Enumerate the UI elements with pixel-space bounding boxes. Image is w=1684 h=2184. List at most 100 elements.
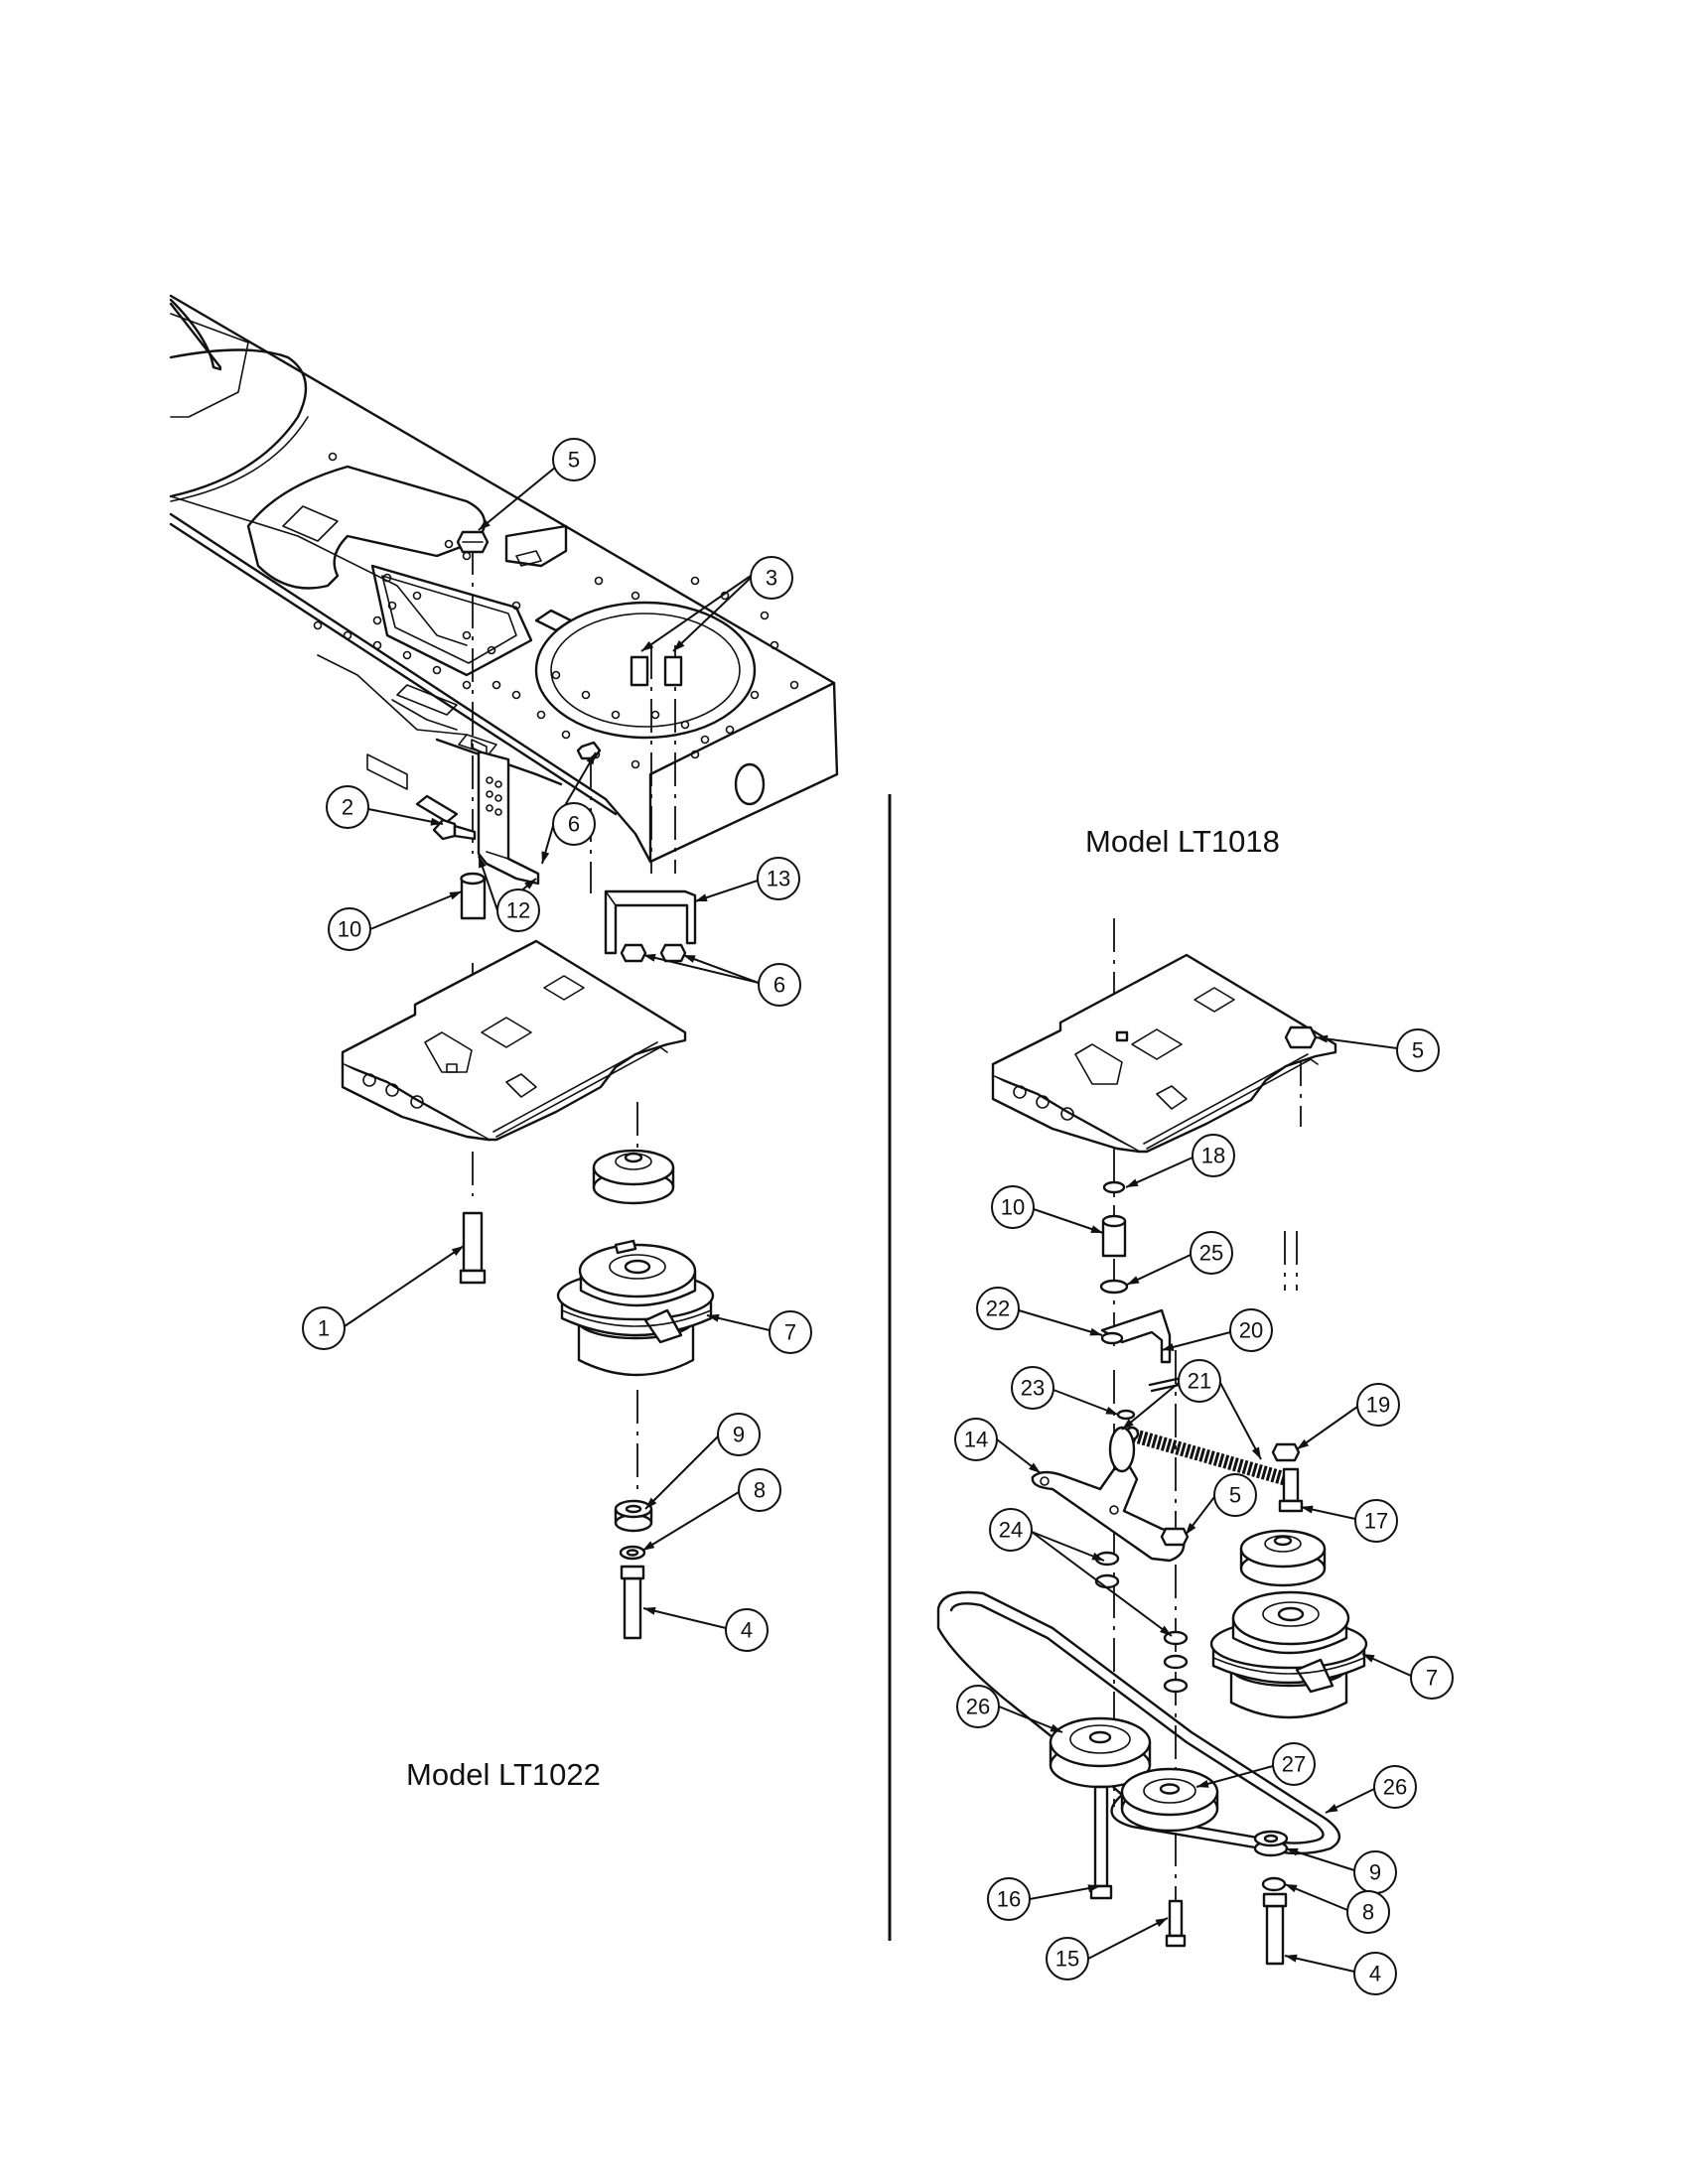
- arrowhead: [643, 953, 656, 962]
- arrowhead: [1089, 1327, 1102, 1336]
- callout-lt1018-17: 17: [1354, 1499, 1398, 1543]
- frame-hole: [382, 573, 392, 583]
- leader-line: [1018, 1309, 1103, 1336]
- arrowhead: [1316, 1034, 1329, 1043]
- frame-hole: [536, 710, 546, 720]
- callout-number: 13: [767, 867, 790, 891]
- callout-lt1018-14: 14: [954, 1418, 998, 1461]
- arrowhead: [1297, 1438, 1310, 1449]
- frame-hole: [690, 750, 700, 759]
- leader-line: [369, 890, 463, 930]
- callout-number: 7: [1426, 1666, 1438, 1691]
- callout-circle: [769, 1310, 812, 1354]
- frame-hole: [750, 690, 760, 700]
- arrowhead: [430, 817, 443, 826]
- frame-hole: [462, 551, 472, 561]
- arrowhead: [1362, 1654, 1375, 1663]
- callout-circle: [1353, 1952, 1397, 1995]
- callout-circle: [1346, 1890, 1390, 1934]
- model-label-lt1022: Model LT1022: [406, 1757, 601, 1792]
- callout-number: 6: [773, 973, 785, 998]
- callout-lt1022-3: 3: [750, 556, 793, 600]
- callout-lt1022-7: 7: [769, 1310, 812, 1354]
- arrowhead: [673, 639, 685, 651]
- callout-lt1018-27: 27: [1272, 1742, 1316, 1786]
- callout-circle: [725, 1608, 769, 1652]
- arrowhead: [586, 752, 596, 765]
- frame-hole: [432, 665, 442, 675]
- leader-line: [367, 808, 444, 825]
- callout-circle: [989, 1508, 1033, 1552]
- callout-lt1018-26: 26: [956, 1685, 1000, 1728]
- leader-line: [1195, 1765, 1274, 1788]
- callout-lt1022-9: 9: [717, 1413, 761, 1456]
- frame-hole: [491, 680, 501, 690]
- callout-number: 18: [1201, 1144, 1225, 1168]
- frame-hole: [402, 650, 412, 660]
- frame-hole: [581, 690, 591, 700]
- arrowhead: [1091, 1552, 1104, 1561]
- callout-circle: [1272, 1742, 1316, 1786]
- callout-circle: [738, 1468, 781, 1512]
- callout-number: 12: [506, 898, 530, 923]
- leader-line: [682, 954, 760, 984]
- callout-lt1022-4: 4: [725, 1608, 769, 1652]
- arrowhead: [1285, 1884, 1298, 1893]
- leader-line: [1031, 1531, 1105, 1562]
- frame-hole: [551, 670, 561, 680]
- callout-lt1022-5: 5: [552, 438, 596, 481]
- arrowhead: [683, 955, 696, 963]
- callout-number: 27: [1282, 1752, 1306, 1777]
- callout-number: 9: [733, 1423, 745, 1447]
- callout-circle: [1356, 1383, 1400, 1427]
- callout-number: 14: [964, 1428, 988, 1452]
- arrowhead: [479, 519, 491, 530]
- callout-circle: [991, 1185, 1035, 1229]
- callout-lt1018-8: 8: [1346, 1890, 1390, 1934]
- callout-circle: [326, 785, 369, 829]
- leader-line: [1315, 1036, 1398, 1049]
- callout-circle: [1192, 1134, 1235, 1177]
- callout-number: 23: [1021, 1376, 1045, 1401]
- callout-lt1022-10: 10: [328, 907, 371, 951]
- callout-lt1018-26: 26: [1373, 1765, 1417, 1809]
- arrowhead: [1162, 1343, 1175, 1351]
- frame-hole: [561, 730, 571, 740]
- callout-circle: [956, 1685, 1000, 1728]
- callout-circle: [1373, 1765, 1417, 1809]
- frame-hole: [650, 710, 660, 720]
- callout-number: 3: [766, 566, 777, 591]
- frame-hole: [343, 630, 352, 640]
- leader-line: [1033, 1208, 1104, 1234]
- callout-number: 1: [318, 1316, 330, 1341]
- callout-number: 21: [1188, 1369, 1211, 1394]
- callout-circle: [1354, 1499, 1398, 1543]
- callout-number: 22: [986, 1297, 1010, 1321]
- frame-hole: [487, 645, 496, 655]
- leader-line: [672, 577, 752, 652]
- frame-hole: [725, 725, 735, 735]
- frame-hole: [760, 611, 770, 620]
- callout-lt1022-12: 12: [496, 888, 540, 932]
- callout-lt1018-19: 19: [1356, 1383, 1400, 1427]
- arrowhead: [641, 640, 654, 651]
- callout-lt1018-20: 20: [1229, 1308, 1273, 1352]
- frame-hole: [700, 735, 710, 745]
- frame-hole: [611, 710, 621, 720]
- callout-number: 7: [784, 1320, 796, 1345]
- arrowhead: [1050, 1723, 1062, 1732]
- callout-number: 4: [741, 1618, 753, 1643]
- leader-line: [642, 954, 760, 984]
- callout-circle: [552, 802, 596, 846]
- callout-lt1022-13: 13: [757, 857, 800, 900]
- arrowhead: [1159, 1625, 1172, 1636]
- arrowhead: [645, 1497, 657, 1509]
- frame-holes: [313, 452, 799, 769]
- frame-hole: [372, 640, 382, 650]
- arrowhead: [1029, 1462, 1041, 1473]
- callout-lt1018-21: 21: [1178, 1359, 1221, 1403]
- arrowhead: [1087, 1884, 1100, 1893]
- callout-circle: [1213, 1473, 1257, 1517]
- callout-lt1018-18: 18: [1192, 1134, 1235, 1177]
